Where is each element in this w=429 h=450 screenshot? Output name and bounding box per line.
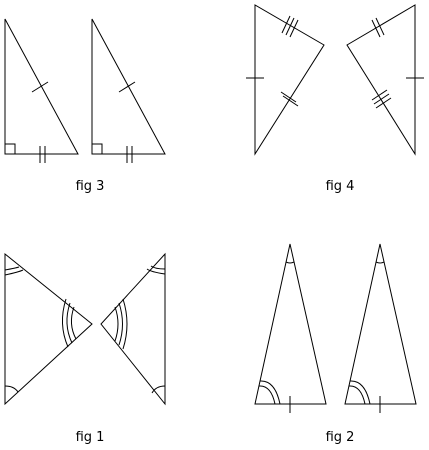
left-angle-arc-2: [118, 302, 123, 346]
figure-2: fig 2: [254, 243, 417, 445]
top-angle-arc-2: [4, 269, 24, 276]
triangle-outline: [100, 252, 166, 406]
right-angle-arc-3: [62, 298, 69, 348]
slant-side-tick-3: [375, 97, 392, 109]
left-angle-arc-3: [122, 298, 128, 350]
hypotenuse-tick: [31, 81, 49, 93]
top-side-tick-2: [375, 17, 385, 36]
triangle-outline: [4, 252, 93, 406]
apex-angle-arc: [285, 261, 295, 264]
slant-side-tick-1: [371, 89, 388, 101]
base-angle-arc-2: [349, 380, 371, 405]
fig2-right-triangle: [344, 243, 417, 413]
fig4-left-triangle: [246, 4, 325, 156]
top-side-tick-3: [289, 19, 299, 38]
fig4-caption: fig 4: [326, 179, 355, 194]
triangle-outline: [344, 243, 417, 405]
top-side-tick-1: [281, 15, 291, 34]
fig2-caption: fig 2: [326, 430, 355, 445]
figure-1: fig 1: [4, 252, 166, 445]
right-angle-arc-2: [66, 302, 73, 344]
bottom-angle-arc: [4, 385, 19, 393]
right-angle-arc-1: [70, 306, 77, 340]
fig3-left-triangle: [4, 18, 79, 163]
base-angle-arc-1: [348, 385, 366, 405]
slant-side-tick-2: [282, 95, 299, 107]
triangle-outline: [254, 4, 325, 156]
fig3-right-triangle: [91, 18, 166, 163]
base-angle-arc-1: [258, 385, 276, 405]
fig4-right-triangle: [346, 4, 424, 156]
right-angle-mark: [5, 143, 16, 154]
right-angle-mark: [92, 143, 103, 154]
fig2-left-triangle: [254, 243, 327, 413]
top-angle-arc-1: [4, 266, 20, 271]
bottom-angle-arc: [151, 385, 166, 394]
figure-3: fig 3: [4, 18, 166, 194]
top-angle-arc-1: [150, 265, 166, 270]
top-angle-arc-2: [146, 268, 166, 275]
fig3-caption: fig 3: [76, 179, 105, 194]
slant-side-tick-1: [280, 91, 297, 103]
apex-angle-arc: [375, 261, 385, 264]
figure-4: fig 4: [246, 4, 424, 194]
base-angle-arc-2: [259, 380, 281, 405]
triangle-outline: [346, 4, 416, 156]
slant-side-tick-2: [373, 93, 390, 105]
fig1-caption: fig 1: [76, 430, 105, 445]
left-angle-arc-1: [114, 306, 119, 342]
hypotenuse-tick: [118, 81, 136, 93]
fig1-left-triangle: [4, 252, 93, 406]
top-side-tick-1: [371, 19, 381, 38]
triangle-outline: [254, 243, 327, 405]
top-side-tick-2: [285, 17, 295, 36]
fig1-right-triangle: [100, 252, 166, 406]
